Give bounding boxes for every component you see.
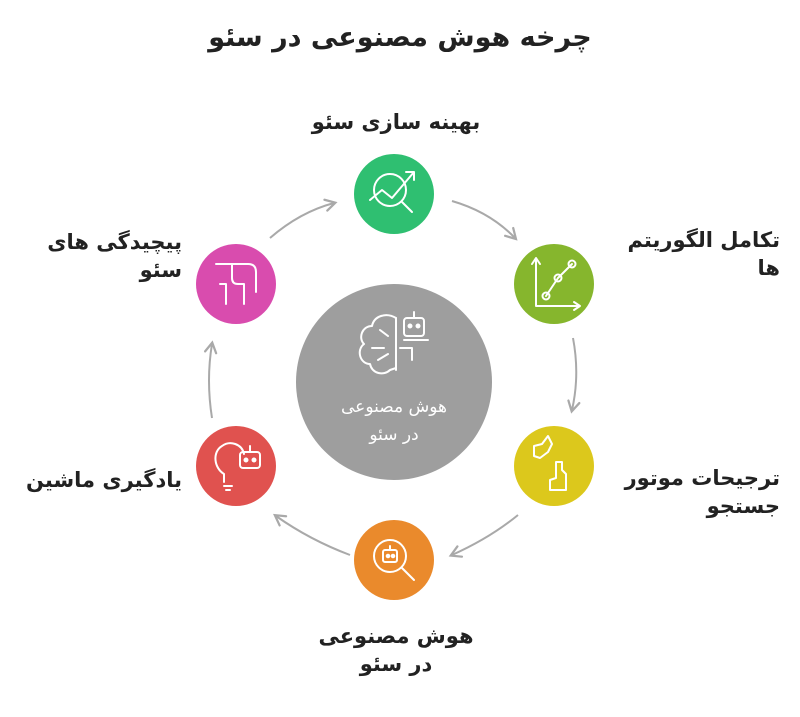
chart-search-icon (369, 171, 415, 213)
robot-search-icon (373, 539, 415, 581)
arrow-1 (451, 200, 518, 241)
node-seo-optimization (354, 154, 434, 234)
node-search-engine-preferences (514, 426, 594, 506)
node-machine-learning (196, 426, 276, 506)
arrow-6 (269, 198, 338, 239)
path-icon (215, 263, 257, 305)
label-ai-in-seo: هوش مصنوعی در سئو (318, 624, 474, 677)
label-search-engine-preferences: ترجیحات موتور جستجو (624, 466, 780, 519)
center-circle (296, 284, 492, 480)
arrow-3 (448, 514, 519, 558)
label-seo-complexities: پیچیدگی های سئو (47, 230, 182, 283)
diagram-title: چرخه هوش مصنوعی در سئو (208, 22, 592, 53)
center-label-line1: هوش مصنوعی (341, 397, 447, 417)
line-graph-icon (531, 257, 581, 311)
bulb-robot-icon (214, 442, 261, 491)
label-machine-learning: یادگیری ماشین (26, 468, 182, 492)
label-seo-optimization: بهینه سازی سئو (311, 110, 481, 134)
node-ai-in-seo (354, 520, 434, 600)
hands-pointing-icon (533, 435, 567, 491)
arrow-2 (567, 337, 581, 414)
arrow-5 (203, 340, 218, 419)
label-algorithm-evolution: تکامل الگوریتم ها (627, 228, 780, 281)
arrow-4 (273, 513, 351, 556)
brain-robot-icon (358, 311, 429, 375)
center-label-line2: در سئو (368, 425, 418, 445)
